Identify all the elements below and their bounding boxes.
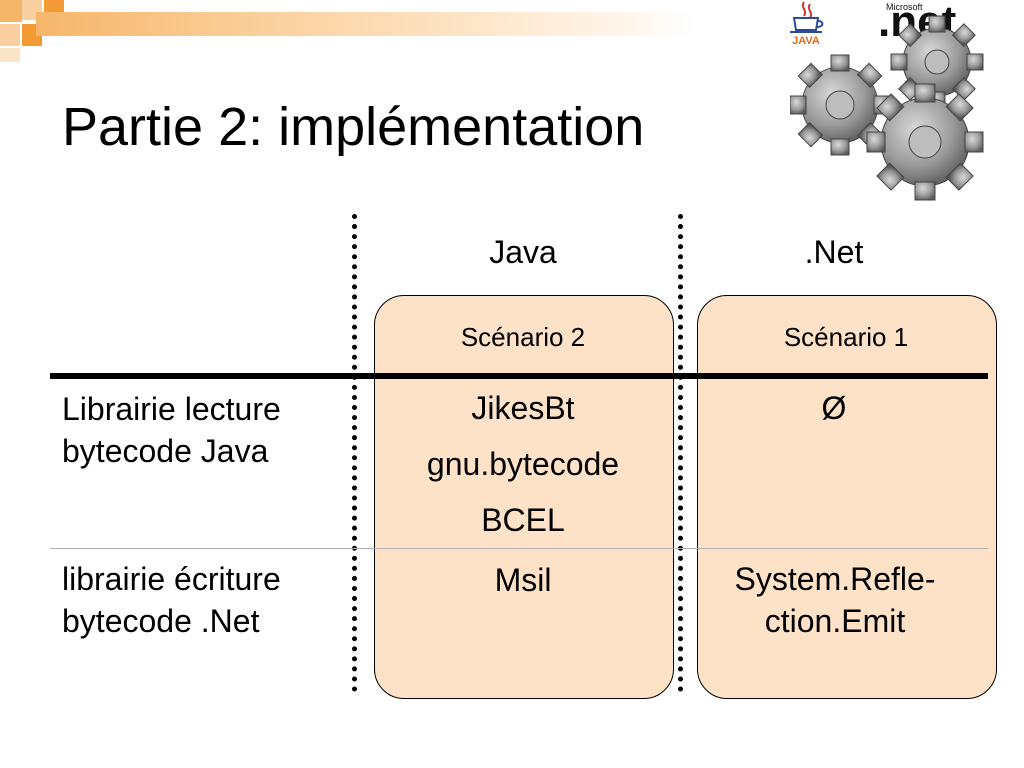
row-label-line: Librairie lecture xyxy=(62,391,281,427)
header-rule xyxy=(50,373,988,379)
library-item: BCEL xyxy=(481,502,565,538)
java-column-box xyxy=(374,295,674,699)
scenario-label-net: Scénario 1 xyxy=(783,322,909,352)
dotted-separator-right xyxy=(678,214,683,692)
row-label-line: bytecode .Net xyxy=(62,603,260,639)
row-divider xyxy=(50,548,988,549)
java-read-libs: JikesBt gnu.bytecode BCEL xyxy=(374,380,672,548)
gear-large-icon xyxy=(866,83,984,201)
library-item: Msil xyxy=(494,562,552,598)
deco-square xyxy=(0,48,20,62)
library-item: JikesBt xyxy=(471,390,575,426)
slide-title: Partie 2: implémentation xyxy=(62,97,645,157)
net-read-libs: Ø xyxy=(685,380,983,436)
library-item: gnu.bytecode xyxy=(426,446,620,482)
gear-small-icon xyxy=(890,15,984,109)
deco-square xyxy=(0,0,22,22)
java-cup-icon xyxy=(790,1,824,33)
net-column-box xyxy=(697,295,997,699)
java-logo-text: JAVA xyxy=(792,35,820,47)
row-label-write: librairie écriture bytecode .Net xyxy=(62,558,281,642)
library-item: ction.Emit xyxy=(764,603,906,639)
gears-icon xyxy=(790,15,984,201)
header-gradient-bar xyxy=(36,12,696,36)
dotted-separator-left xyxy=(352,214,357,692)
scenario-label-java: Scénario 2 xyxy=(460,322,586,352)
library-item: Ø xyxy=(821,390,847,426)
net-write-libs: System.Refle- ction.Emit xyxy=(685,558,985,642)
row-label-line: librairie écriture xyxy=(62,561,281,597)
deco-square xyxy=(0,24,20,46)
column-header-net: .Net xyxy=(804,234,864,270)
row-label-line: bytecode Java xyxy=(62,433,269,469)
column-header-java: Java xyxy=(489,234,557,270)
microsoft-label: Microsoft xyxy=(886,2,923,12)
row-label-read: Librairie lecture bytecode Java xyxy=(62,388,281,472)
java-logo: JAVA xyxy=(782,0,830,48)
java-write-libs: Msil xyxy=(374,552,672,608)
library-item: System.Refle- xyxy=(734,561,936,597)
